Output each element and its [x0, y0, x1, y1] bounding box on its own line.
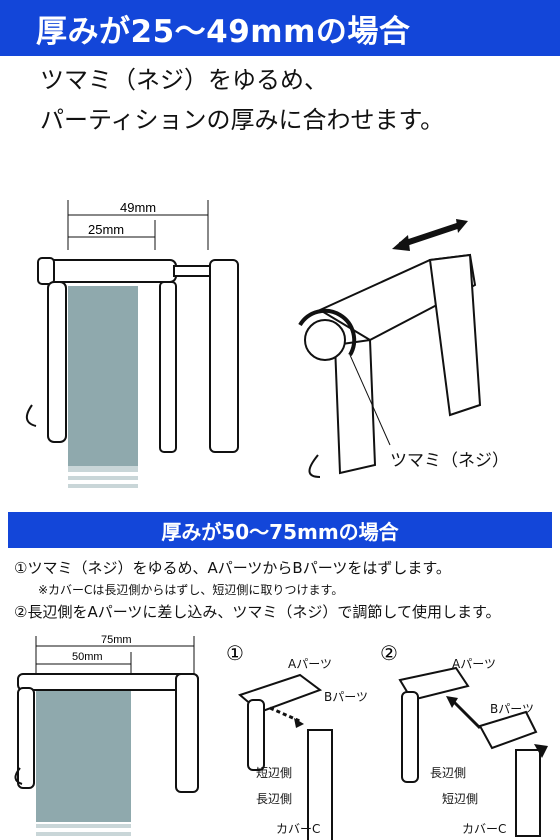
section1-title: 厚みが25～49mmの場合	[0, 0, 560, 56]
fig1-long-side: 長辺側	[256, 792, 293, 806]
fig1-part-b: Bパーツ	[324, 690, 368, 704]
dim75-label: 75mm	[101, 634, 132, 646]
side-view-diagram-large: 75mm 50mm	[14, 634, 199, 836]
fig1-cover: カバーC	[276, 822, 321, 836]
step1-note: ※カバーCは長辺側からはずし、短辺側に取りつけます。	[38, 583, 344, 597]
fig2-short-side: 短辺側	[442, 792, 479, 806]
dim-inner-label: 25mm	[88, 222, 124, 237]
fig1-diagram: ①	[226, 643, 333, 840]
instruction-line2: パーティションの厚みに合わせます。	[40, 106, 445, 134]
partition-panel-large	[36, 690, 131, 822]
side-view-diagram-small: 49mm 25mm	[25, 200, 239, 488]
section2-title: 厚みが50～75mmの場合	[8, 512, 552, 548]
step2-text: ②長辺側をAパーツに差し込み、ツマミ（ネジ）で調節して使用します。	[14, 603, 501, 621]
fig2-diagram: ②	[380, 643, 548, 837]
step1-text: ①ツマミ（ネジ）をゆるめ、AパーツからBパーツをはずします。	[14, 559, 451, 577]
fig2-part-b: Bパーツ	[490, 702, 534, 716]
fig1-short-side: 短辺側	[256, 766, 293, 780]
dim50-label: 50mm	[72, 651, 103, 663]
fig1-part-a: Aパーツ	[288, 657, 332, 671]
instruction-line1: ツマミ（ネジ）をゆるめ、	[40, 66, 328, 94]
knob-icon	[304, 319, 346, 361]
partition-panel	[68, 286, 138, 466]
fig2-cover: カバーC	[462, 822, 507, 836]
fig2-number: ②	[380, 643, 398, 665]
fig1-number: ①	[226, 643, 244, 665]
clip-right-arm	[209, 259, 239, 453]
fig2-part-a: Aパーツ	[452, 657, 496, 671]
hook	[25, 404, 37, 427]
dim-outer-label: 49mm	[120, 200, 156, 215]
clip-top-bar	[43, 259, 177, 283]
fig2-long-side: 長辺側	[430, 766, 467, 780]
knob-label: ツマミ（ネジ）	[390, 451, 509, 471]
perspective-diagram	[298, 219, 482, 478]
